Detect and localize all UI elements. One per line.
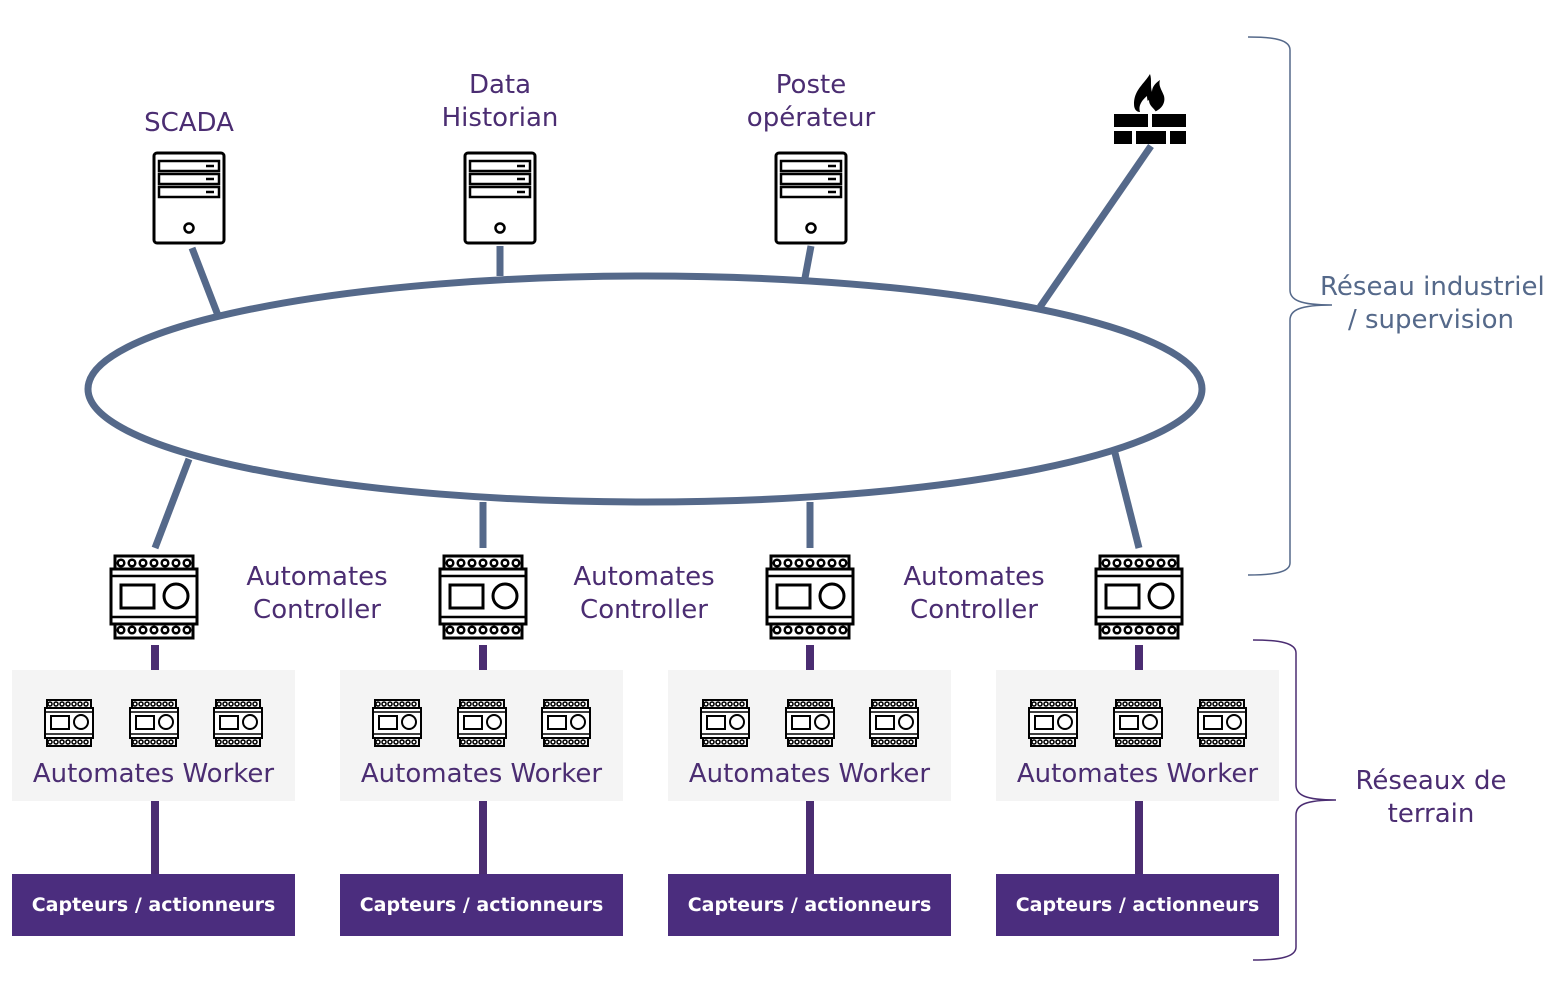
industrial-section-label-line1: Réseau industriel xyxy=(1320,272,1545,302)
controller-link-4 xyxy=(1111,452,1143,549)
scada-server-icon xyxy=(152,151,226,245)
worker-label: Automates Worker xyxy=(360,759,603,789)
worker-label: Automates Worker xyxy=(688,759,931,789)
controller-label-3-line2: Controller xyxy=(910,595,1038,625)
controller-plc-icon-2 xyxy=(438,554,528,640)
capteurs-box-3: Capteurs / actionneurs xyxy=(668,874,951,936)
historian-label-line1: Data xyxy=(468,70,532,100)
controller-plc-icon-1 xyxy=(109,554,199,640)
industrial-bracket xyxy=(1247,36,1333,576)
industrial-section-label-line2: / supervision xyxy=(1347,305,1514,335)
poste-server-icon xyxy=(774,151,848,245)
worker-group-3: Automates Worker xyxy=(668,670,951,801)
scada-link xyxy=(188,246,223,320)
worker-group-4: Automates Worker xyxy=(996,670,1279,801)
historian-server-icon xyxy=(463,151,537,245)
field-links xyxy=(151,645,1143,874)
controller-link-1 xyxy=(151,457,193,550)
controller-label-1-line2: Controller xyxy=(253,595,381,625)
controller-plc-icon-4 xyxy=(1094,554,1184,640)
supervision-links xyxy=(188,144,1154,320)
firewall-icon xyxy=(1114,74,1186,144)
worker-group-1: Automates Worker xyxy=(12,670,295,801)
worker-group-2: Automates Worker xyxy=(340,670,623,801)
poste-link xyxy=(801,245,815,279)
controller-label-3-line1: Automates xyxy=(903,562,1045,592)
controller-links xyxy=(151,452,1143,550)
poste-label-line2: opérateur xyxy=(746,103,876,133)
capteurs-box-2: Capteurs / actionneurs xyxy=(340,874,623,936)
controller-label-2-line2: Controller xyxy=(580,595,708,625)
capteurs-box-4: Capteurs / actionneurs xyxy=(996,874,1279,936)
terrain-bracket xyxy=(1252,639,1337,961)
firewall-link xyxy=(1037,144,1154,309)
terrain-section-label-line2: terrain xyxy=(1387,799,1475,829)
capteurs-box-1: Capteurs / actionneurs xyxy=(12,874,295,936)
scada-label: SCADA xyxy=(144,108,234,138)
historian-label-line2: Historian xyxy=(441,103,559,133)
controller-label-1-line1: Automates xyxy=(246,562,388,592)
worker-label: Automates Worker xyxy=(1016,759,1259,789)
controller-label-2-line1: Automates xyxy=(573,562,715,592)
terrain-section-label-line1: Réseaux de xyxy=(1355,766,1507,796)
controller-plc-icon-3 xyxy=(765,554,855,640)
worker-label: Automates Worker xyxy=(32,759,275,789)
poste-label-line1: Poste xyxy=(775,70,847,100)
industrial-ring-network xyxy=(84,272,1206,506)
